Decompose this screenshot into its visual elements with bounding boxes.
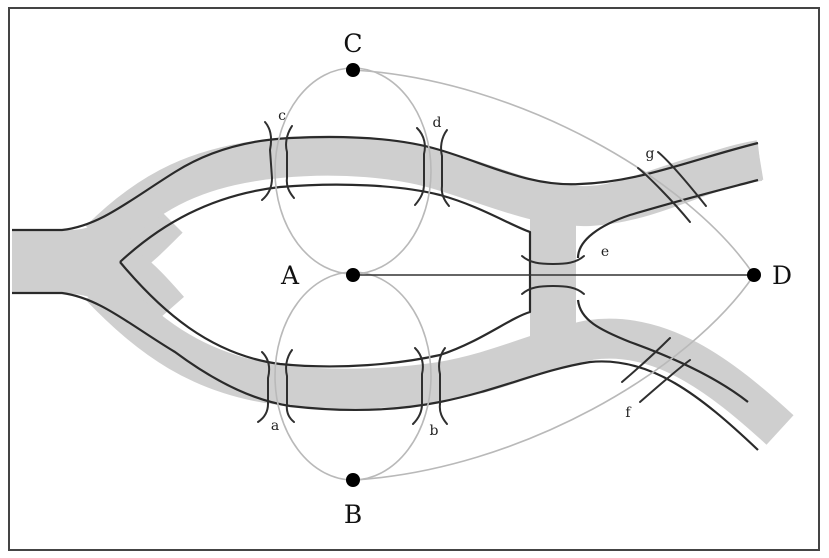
bridge-d xyxy=(414,127,426,206)
bridge-label-d: d xyxy=(433,115,442,131)
node-labels: C A B D xyxy=(280,29,792,529)
node-label-c: C xyxy=(343,29,362,58)
bridge-labels: c d a b e g f xyxy=(271,108,655,439)
bridge-f-rail xyxy=(639,359,691,403)
vertex-d xyxy=(747,268,761,282)
river xyxy=(12,135,794,451)
bridge-b-right-rail xyxy=(438,347,448,425)
bridge-a-right-rail xyxy=(285,349,295,423)
bridge-label-e: e xyxy=(601,244,609,260)
node-label-d: D xyxy=(772,261,792,290)
bridge-label-g: g xyxy=(646,146,655,162)
river-bank-top-outer xyxy=(12,135,759,232)
river-bank-top-inner xyxy=(119,183,532,368)
bridge-d-right-rail xyxy=(440,129,450,207)
river-upper-right-fill xyxy=(587,143,763,225)
bridge-label-b: b xyxy=(430,423,439,439)
node-label-a: A xyxy=(280,261,300,290)
edge-c-d xyxy=(352,69,755,276)
bridge-label-a: a xyxy=(271,418,279,434)
vertex-a xyxy=(346,268,360,282)
river-bank-right-island-upper xyxy=(576,178,759,259)
bridge-g xyxy=(637,167,691,223)
vertices xyxy=(346,63,761,487)
river-bank-right-island-lower xyxy=(576,299,749,403)
bridge-f xyxy=(621,337,671,383)
bridge-c-right-rail xyxy=(285,125,295,199)
bridges xyxy=(257,121,707,425)
edge-b-d xyxy=(352,274,755,481)
river-bank-bottom-outer xyxy=(12,291,759,451)
vertex-c xyxy=(346,63,360,77)
bridge-g-rail xyxy=(657,151,707,207)
bridge-e xyxy=(521,255,585,266)
node-label-b: B xyxy=(344,500,362,529)
bridge-label-c: c xyxy=(278,108,286,124)
vertex-b xyxy=(346,473,360,487)
bridge-a xyxy=(257,351,271,423)
bridge-label-f: f xyxy=(625,405,632,421)
bridge-c xyxy=(261,121,274,201)
bridge-b xyxy=(412,347,424,425)
bridge-e-lower-rail xyxy=(521,284,585,295)
